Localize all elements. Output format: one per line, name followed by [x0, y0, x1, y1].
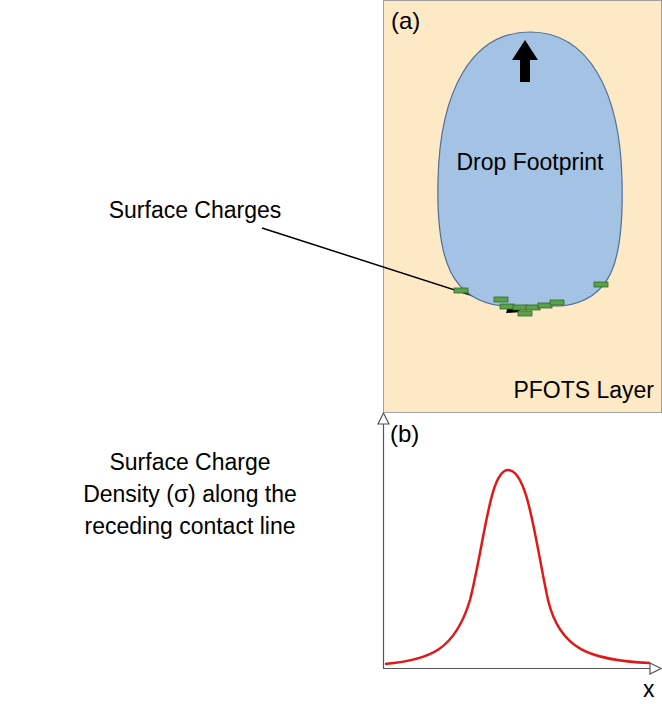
node-label: Drop Footprint	[456, 148, 603, 177]
y-axis-arrowhead	[378, 413, 389, 424]
surface-charge	[454, 288, 468, 293]
panel-label: (a)	[391, 6, 420, 36]
axis-label: x	[643, 675, 655, 704]
charge-density-curve	[385, 470, 650, 664]
surface-charge	[513, 305, 527, 310]
layer-label: PFOTS Layer	[513, 376, 654, 405]
drop-footprint: Drop Footprint	[430, 30, 630, 312]
motion-arrow	[512, 40, 538, 82]
panel-label: (b)	[390, 419, 419, 449]
pfots-layer-panel: (a) PFOTS Layer Drop Footprint	[383, 0, 662, 413]
surface-charge	[494, 297, 508, 302]
x-axis-arrowhead	[650, 663, 661, 674]
surface-charge	[518, 311, 532, 316]
y-axis	[383, 424, 384, 668]
drop-shape	[438, 32, 622, 306]
pfots-layer-panel	[384, 1, 662, 413]
x-axis	[383, 668, 650, 669]
callout-label: Surface Charges	[60, 196, 330, 225]
surface-charge	[550, 300, 564, 305]
surface-charge	[500, 304, 514, 309]
axis-label: Surface Charge Density (σ) along the rec…	[15, 446, 365, 543]
surface-charge	[594, 282, 608, 287]
